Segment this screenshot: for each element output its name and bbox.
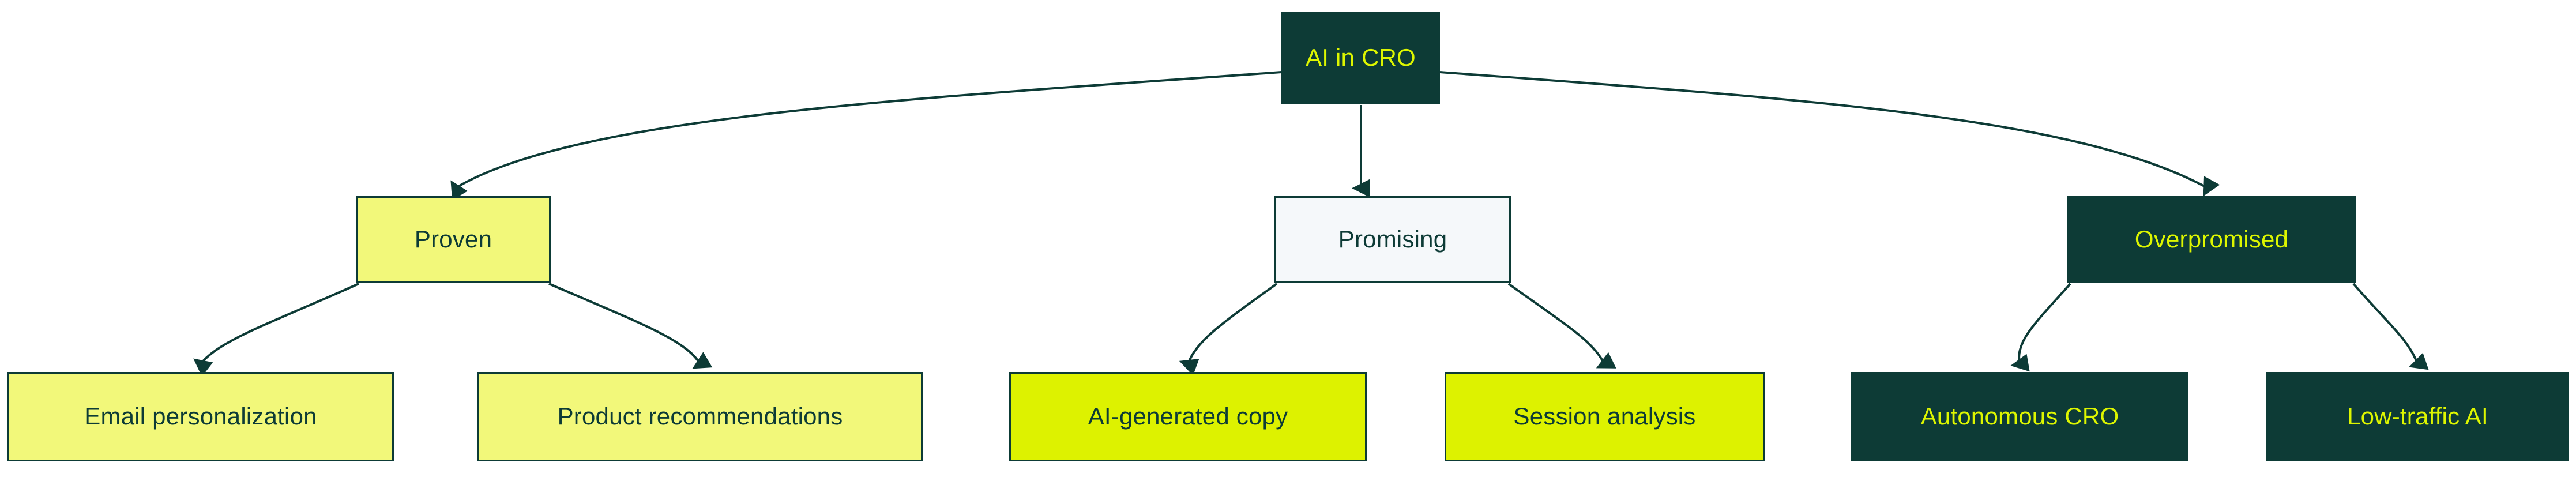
node-email-personalization[interactable]: Email personalization [7,372,394,461]
node-label-proven: Proven [414,225,492,253]
node-autonomous-cro[interactable]: Autonomous CRO [1851,372,2188,461]
edge-promising-to-ai-generated-copy [1179,283,1278,376]
edge-root-to-overpromised [1439,71,2220,197]
edge-proven-to-email-personalization [193,283,359,377]
edge-promising-to-session-analysis [1507,283,1616,369]
node-label-promising: Promising [1338,225,1447,253]
node-session-analysis[interactable]: Session analysis [1445,372,1765,461]
edge-root-to-proven [450,71,1282,201]
node-label-ai-generated-copy: AI-generated copy [1088,403,1288,430]
node-proven[interactable]: Proven [356,196,551,283]
node-product-recommendations[interactable]: Product recommendations [477,372,923,461]
node-label-autonomous-cro: Autonomous CRO [1920,403,2119,430]
node-label-session-analysis: Session analysis [1513,403,1696,430]
node-promising[interactable]: Promising [1274,196,1511,283]
edge-proven-to-product-recommendations [548,283,713,369]
node-root[interactable]: AI in CRO [1281,12,1440,104]
node-label-email-personalization: Email personalization [84,403,317,430]
node-label-low-traffic-ai: Low-traffic AI [2347,403,2488,430]
node-label-overpromised: Overpromised [2134,225,2289,253]
edge-overpromised-to-low-traffic-ai [2352,283,2429,370]
node-overpromised[interactable]: Overpromised [2067,196,2356,283]
node-ai-generated-copy[interactable]: AI-generated copy [1009,372,1367,461]
node-label-product-recommendations: Product recommendations [557,403,843,430]
node-low-traffic-ai[interactable]: Low-traffic AI [2266,372,2569,461]
edge-overpromised-to-autonomous-cro [2010,283,2071,372]
node-label-root: AI in CRO [1306,43,1416,71]
